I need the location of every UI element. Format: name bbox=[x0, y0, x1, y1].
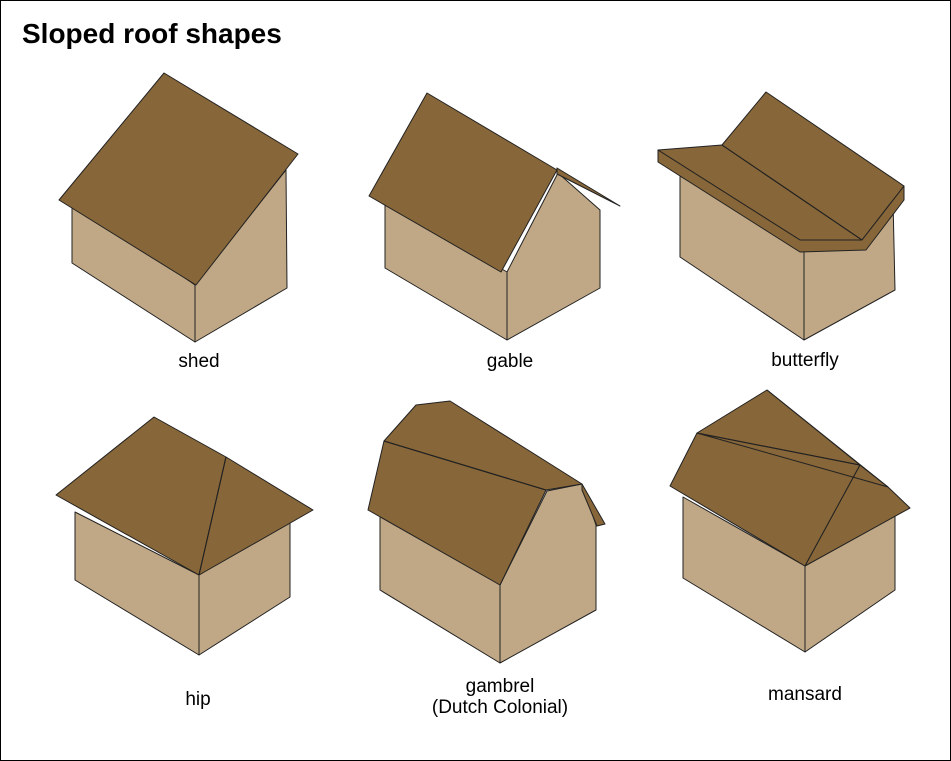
gambrel-house bbox=[367, 400, 606, 664]
gable-eave-edge bbox=[556, 167, 621, 207]
mansard-label: mansard bbox=[768, 684, 842, 705]
mansard-diagonal-line-b bbox=[766, 389, 861, 466]
gable-label: gable bbox=[487, 351, 534, 372]
gambrel-break-line bbox=[383, 440, 547, 491]
butterfly-house bbox=[657, 91, 905, 341]
gable-right-wall bbox=[506, 172, 601, 341]
shed-roof bbox=[58, 72, 299, 286]
mansard-house bbox=[669, 389, 911, 653]
gambrel-sublabel: (Dutch Colonial) bbox=[432, 697, 568, 718]
gambrel-eave-edge bbox=[581, 483, 606, 527]
hip-label: hip bbox=[185, 689, 210, 710]
page-title: Sloped roof shapes bbox=[22, 18, 282, 49]
gambrel-label: gambrel bbox=[466, 676, 535, 697]
gambrel-right-wall bbox=[499, 483, 597, 664]
shed-label: shed bbox=[178, 351, 219, 372]
butterfly-fascia bbox=[657, 149, 905, 253]
hip-house bbox=[55, 416, 314, 656]
mansard-break-line bbox=[696, 432, 861, 466]
hip-ridge-line bbox=[198, 456, 227, 576]
mansard-diagonal-line-a bbox=[696, 432, 889, 488]
butterfly-valley-line bbox=[721, 144, 863, 241]
gable-house bbox=[368, 92, 621, 341]
butterfly-label: butterfly bbox=[771, 350, 839, 371]
shed-house bbox=[58, 72, 299, 343]
